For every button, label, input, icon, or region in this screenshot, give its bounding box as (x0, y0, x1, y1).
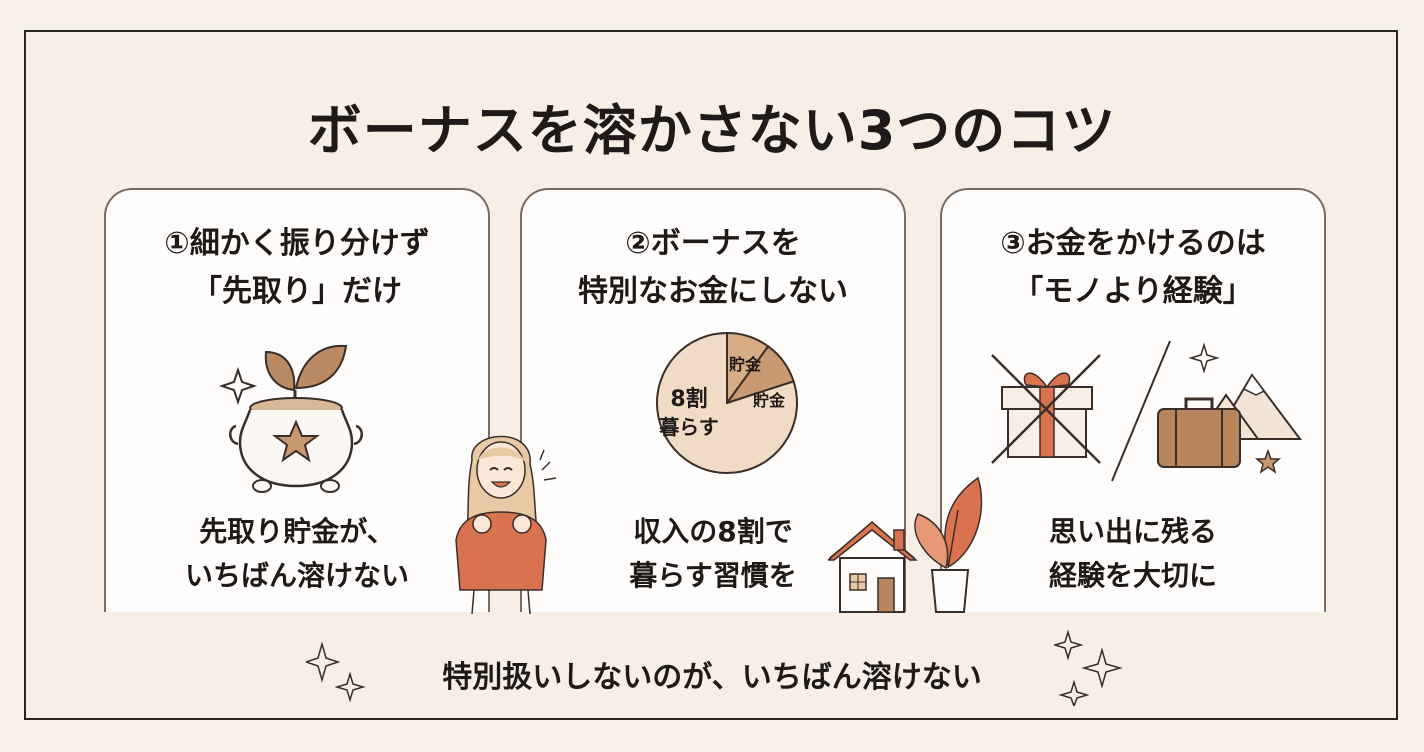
potted-plant-icon (914, 476, 983, 613)
happy-woman-illustration (455, 435, 557, 614)
page-title: ボーナスを溶かさない3つのコツ (307, 99, 1117, 162)
sprout-pot-icon (218, 344, 363, 493)
tip-card-2: ②ボーナスを 特別なお金にしない 8割 暮らす 貯金 貯金 収入の8割で 暮らす… (520, 188, 906, 612)
sparkle-icon (218, 366, 258, 406)
tip-card-1-caption-line2: いちばん溶けない (184, 559, 409, 592)
star-icon (272, 419, 320, 463)
tip-card-3-caption-line1: 思い出に残る (1048, 515, 1217, 548)
pie-slice-0 (656, 331, 798, 474)
tip-card-3-heading-line2: 「モノより経験」 (1013, 274, 1253, 309)
sparkle-right-icon (1054, 630, 1123, 706)
budget-pie-chart: 8割 暮らす 貯金 貯金 (656, 331, 798, 474)
tip-card-2-heading-line2: 特別なお金にしない (578, 274, 848, 309)
tip-card-1-caption: 先取り貯金が、 いちばん溶けない (106, 510, 488, 598)
tip-card-1-heading: ①細かく振り分けず 「先取り」だけ (106, 220, 488, 316)
sparkle-left-icon (306, 641, 366, 702)
tip-card-1-heading-line1: ①細かく振り分けず (164, 226, 430, 261)
pie-label-living-sub: 暮らす (658, 415, 719, 439)
star-icon (1254, 448, 1282, 474)
tip-card-1-caption-line1: 先取り貯金が、 (199, 515, 395, 548)
tip-card-2-caption-line1: 収入の8割で (633, 515, 793, 548)
tip-card-1: ①細かく振り分けず 「先取り」だけ 先取り貯金が、 いちばん溶けない (104, 188, 490, 612)
pie-label-savings-1: 貯金 (729, 355, 762, 374)
tip-card-3-caption-line2: 経験を大切に (1048, 559, 1217, 592)
tip-card-3-heading-line1: ③お金をかけるのは (1000, 226, 1266, 261)
gift-crossed-vs-travel-icon (991, 340, 1302, 482)
tip-card-3: ③お金をかけるのは 「モノより経験」 (940, 188, 1326, 612)
tip-card-2-heading-line1: ②ボーナスを (625, 226, 801, 261)
gift-icon (1001, 372, 1093, 458)
tip-card-2-caption-line2: 暮らす習慣を (629, 559, 797, 592)
sparkle-icon (1188, 342, 1220, 374)
tip-card-1-heading-line2: 「先取り」だけ (192, 274, 402, 309)
pie-label-savings-2: 貯金 (753, 391, 786, 410)
house-icon (828, 521, 919, 613)
suitcase-icon (1157, 397, 1241, 468)
pie-label-living: 8割 (670, 386, 707, 412)
tip-card-3-caption: 思い出に残る 経験を大切に (942, 510, 1324, 598)
tip-card-2-caption: 収入の8割で 暮らす習慣を (522, 510, 904, 598)
tip-card-3-heading: ③お金をかけるのは 「モノより経験」 (942, 220, 1324, 316)
tip-card-2-heading: ②ボーナスを 特別なお金にしない (522, 220, 904, 316)
house-and-plant-illustration (828, 476, 983, 613)
footer-message: 特別扱いしないのが、いちばん溶けない (442, 660, 982, 695)
